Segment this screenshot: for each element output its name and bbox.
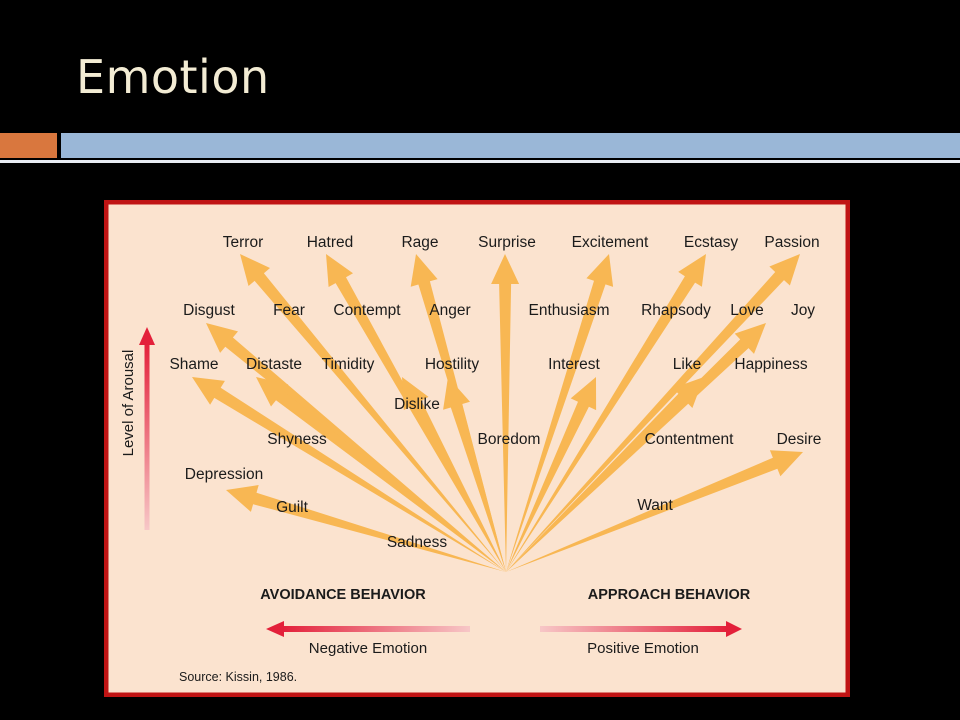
negative-arrow-head [266, 621, 284, 637]
arousal-arrow-shaft [144, 342, 150, 530]
emotion-ray-6 [506, 254, 800, 572]
emotion-ray-4 [506, 254, 614, 572]
emotion-label-boredom: Boredom [478, 431, 541, 448]
approach-label: APPROACH BEHAVIOR [588, 587, 751, 603]
emotion-label-shyness: Shyness [267, 431, 327, 448]
emotion-label-love: Love [730, 302, 764, 319]
emotion-label-enthusiasm: Enthusiasm [529, 302, 610, 319]
emotion-label-rage: Rage [401, 234, 438, 251]
emotion-label-contentment: Contentment [645, 431, 734, 448]
positive-arrow-shaft [540, 626, 728, 632]
emotion-label-dislike: Dislike [394, 396, 440, 413]
emotion-ray-5 [506, 254, 706, 572]
emotion-label-distaste: Distaste [246, 356, 302, 373]
emotion-label-desire: Desire [777, 431, 822, 448]
emotion-label-like: Like [673, 356, 701, 373]
emotion-label-excitement: Excitement [572, 234, 649, 251]
emotion-label-shame: Shame [169, 356, 218, 373]
emotion-rays [192, 254, 803, 572]
emotion-label-rhapsody: Rhapsody [641, 302, 711, 319]
accent-bar-blue [61, 133, 960, 158]
emotion-ray-10 [256, 377, 506, 572]
emotion-label-interest: Interest [548, 356, 600, 373]
negative-arrow-shaft [282, 626, 470, 632]
emotion-ray-12 [443, 377, 506, 572]
emotion-label-timidity: Timidity [322, 356, 375, 373]
emotion-ray-0 [240, 254, 506, 572]
diagram-frame [104, 200, 850, 697]
emotion-label-depression: Depression [185, 466, 263, 483]
emotion-label-terror: Terror [223, 234, 263, 251]
emotion-label-anger: Anger [429, 302, 470, 319]
emotion-label-happiness: Happiness [734, 356, 807, 373]
emotion-label-contempt: Contempt [333, 302, 401, 319]
emotion-ray-16 [506, 450, 803, 572]
emotion-label-fear: Fear [273, 302, 305, 319]
emotion-ray-11 [402, 377, 506, 572]
emotion-ray-15 [226, 485, 506, 572]
emotion-ray-9 [192, 377, 506, 572]
positive-arrow-head [726, 621, 742, 637]
emotion-diagram: Level of Arousal AVOIDANCE BEHAVIOR APPR… [104, 200, 850, 697]
arousal-arrow-head [139, 327, 155, 345]
emotion-ray-13 [506, 377, 597, 572]
emotion-label-sadness: Sadness [387, 534, 448, 551]
emotion-label-passion: Passion [764, 234, 819, 251]
emotion-label-surprise: Surprise [478, 234, 536, 251]
emotion-ray-3 [491, 254, 520, 572]
emotion-label-joy: Joy [791, 302, 815, 319]
negative-emotion-label: Negative Emotion [309, 640, 427, 657]
emotion-label-guilt: Guilt [276, 499, 309, 516]
emotion-ray-14 [506, 377, 704, 572]
positive-emotion-label: Positive Emotion [587, 640, 699, 657]
source-note: Source: Kissin, 1986. [179, 670, 297, 684]
emotion-label-hatred: Hatred [307, 234, 354, 251]
accent-bar-orange [0, 133, 57, 158]
emotion-label-ecstasy: Ecstasy [684, 234, 739, 251]
emotion-labels: Terror Hatred Rage Surprise Excitement Ecstas… [169, 234, 821, 551]
accent-line [0, 160, 960, 163]
slide-title: Emotion [76, 50, 270, 104]
emotion-label-hostility: Hostility [425, 356, 480, 373]
arousal-label: Level of Arousal [120, 350, 137, 457]
avoidance-label: AVOIDANCE BEHAVIOR [260, 587, 426, 603]
emotion-label-want: Want [637, 497, 673, 514]
emotion-label-disgust: Disgust [183, 302, 235, 319]
